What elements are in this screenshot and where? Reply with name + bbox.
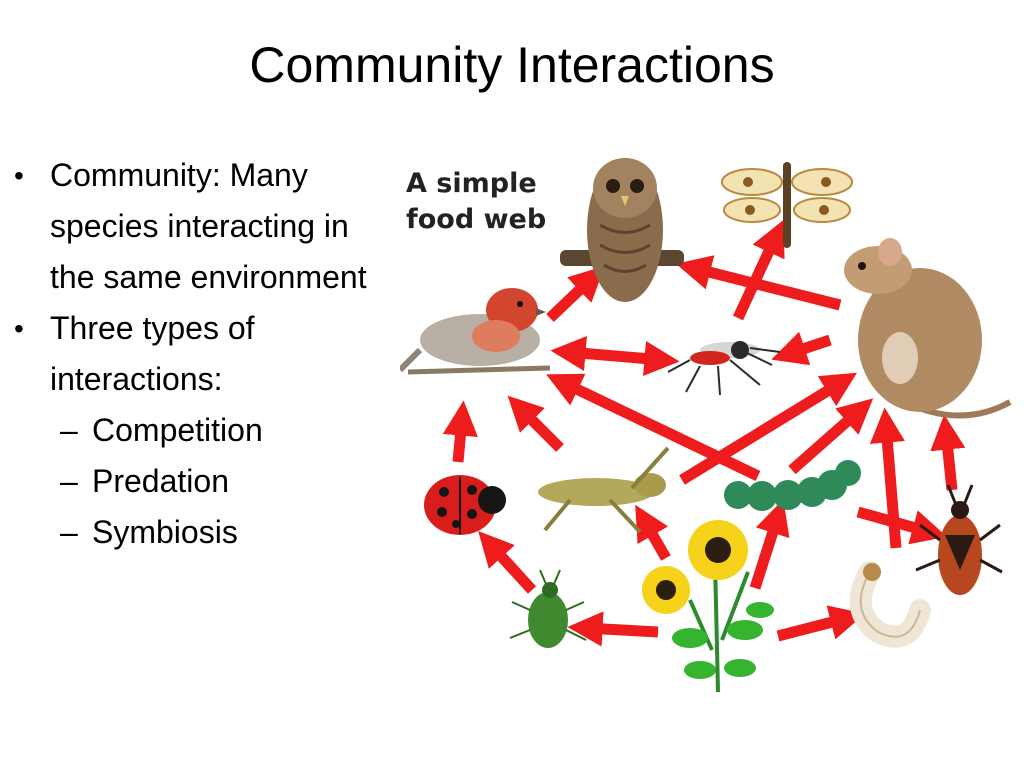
arrow-plant-to-aphid: [567, 611, 659, 647]
arrow-caterpillar-to-mouse: [788, 398, 874, 475]
food-web-diagram: A simple food web: [400, 158, 1012, 693]
food-web-arrows: [442, 220, 966, 647]
mosquito-icon: [667, 341, 781, 396]
bullet-list: • Community: Many species interacting in…: [14, 150, 384, 558]
grasshopper-icon: [538, 446, 670, 534]
arrow-grasshopper-to-finch: [507, 395, 564, 452]
dragonfly-icon: [721, 162, 853, 248]
slide-title: Community Interactions: [249, 37, 775, 93]
ladybug-icon: [424, 475, 506, 535]
bullet-item: • Three types of interactions:: [14, 303, 384, 405]
arrow-mosquito-to-dragonfly: [733, 220, 785, 321]
bullet-item: • Community: Many species interacting in…: [14, 150, 384, 303]
sub-bullet-dash: –: [60, 412, 78, 448]
food-web-caption-line2: food web: [406, 204, 546, 235]
sub-bullet-text: Predation: [92, 463, 229, 499]
sub-bullet-item: – Competition: [14, 405, 384, 456]
sub-bullet-item: – Symbiosis: [14, 507, 384, 558]
food-web-caption-line1: A simple: [406, 168, 537, 199]
arrow-grub-to-mouse: [869, 407, 905, 549]
aphid-icon: [509, 569, 587, 648]
bullet-text: Three types of interactions:: [50, 310, 255, 397]
arrow-aphid-to-ladybug: [478, 531, 537, 594]
arrow-assassin-bug-to-mouse: [930, 414, 966, 491]
sub-bullet-dash: –: [60, 514, 78, 550]
arrow-mouse-to-owl: [675, 255, 842, 311]
bullet-text: Community: Many species interacting in t…: [50, 157, 367, 295]
arrow-finch-mosquito: [550, 335, 680, 377]
arrow-mosquito-to-mouse: [771, 331, 832, 366]
bullet-glyph: •: [14, 313, 24, 344]
sub-bullet-text: Symbiosis: [92, 514, 238, 550]
arrow-plant-to-grub: [776, 605, 866, 642]
sub-bullet-item: – Predation: [14, 456, 384, 507]
assassin-bug-icon: [915, 484, 1003, 595]
sub-bullet-text: Competition: [92, 412, 263, 448]
arrow-caterpillar-to-finch: [546, 373, 761, 481]
mouse-icon: [844, 238, 1012, 419]
sub-bullet-dash: –: [60, 463, 78, 499]
arrow-finch-to-owl: [546, 265, 605, 322]
owl-icon: [560, 158, 684, 302]
caterpillar-icon: [724, 460, 861, 511]
bullet-glyph: •: [14, 160, 24, 191]
grub-icon: [849, 561, 931, 648]
finch-icon: [400, 288, 551, 375]
arrow-plant-to-grasshopper: [635, 504, 671, 561]
sunflower-plant-icon: [642, 520, 774, 693]
arrow-grasshopper-to-mouse: [679, 372, 858, 485]
arrow-caterpillar-to-assassin-bug: [856, 506, 947, 545]
arrow-plant-to-caterpillar: [749, 499, 790, 590]
arrow-ladybug-to-finch: [442, 400, 478, 463]
